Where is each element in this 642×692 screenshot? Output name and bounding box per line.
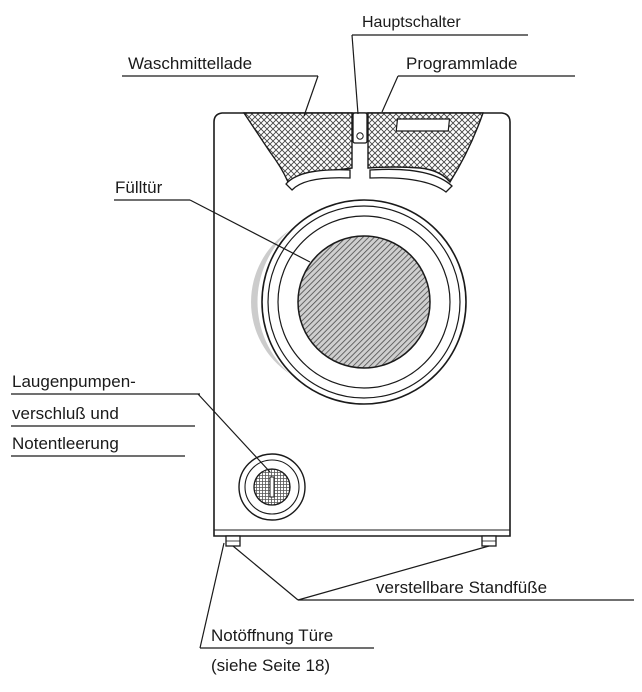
- label-laugenpumpe-line3: Notentleerung: [12, 434, 119, 453]
- label-laugenpumpe-line1: Laugenpumpen-: [12, 372, 136, 391]
- label-notoeffnung-line1: Notöffnung Türe: [211, 626, 334, 645]
- main-switch-knob: [356, 132, 364, 140]
- leader-lines: [11, 34, 634, 649]
- pump-cover-slot: [269, 476, 275, 498]
- detergent-drawer-handle: [285, 169, 351, 191]
- door-glass: [297, 235, 431, 369]
- door-frame-shading: [251, 230, 290, 374]
- label-hauptschalter: Hauptschalter: [362, 14, 461, 31]
- program-drawer-handle: [369, 168, 453, 193]
- label-laugenpumpe-line2: verschluß und: [12, 404, 119, 423]
- label-programmlade: Programmlade: [406, 54, 518, 73]
- label-notoeffnung-line2: (siehe Seite 18): [211, 656, 331, 675]
- label-standfuesse: verstellbare Standfüße: [376, 578, 548, 597]
- program-display-window: [395, 118, 451, 132]
- label-fuelltuer: Fülltür: [115, 178, 163, 197]
- label-waschmittellade: Waschmittellade: [128, 54, 253, 73]
